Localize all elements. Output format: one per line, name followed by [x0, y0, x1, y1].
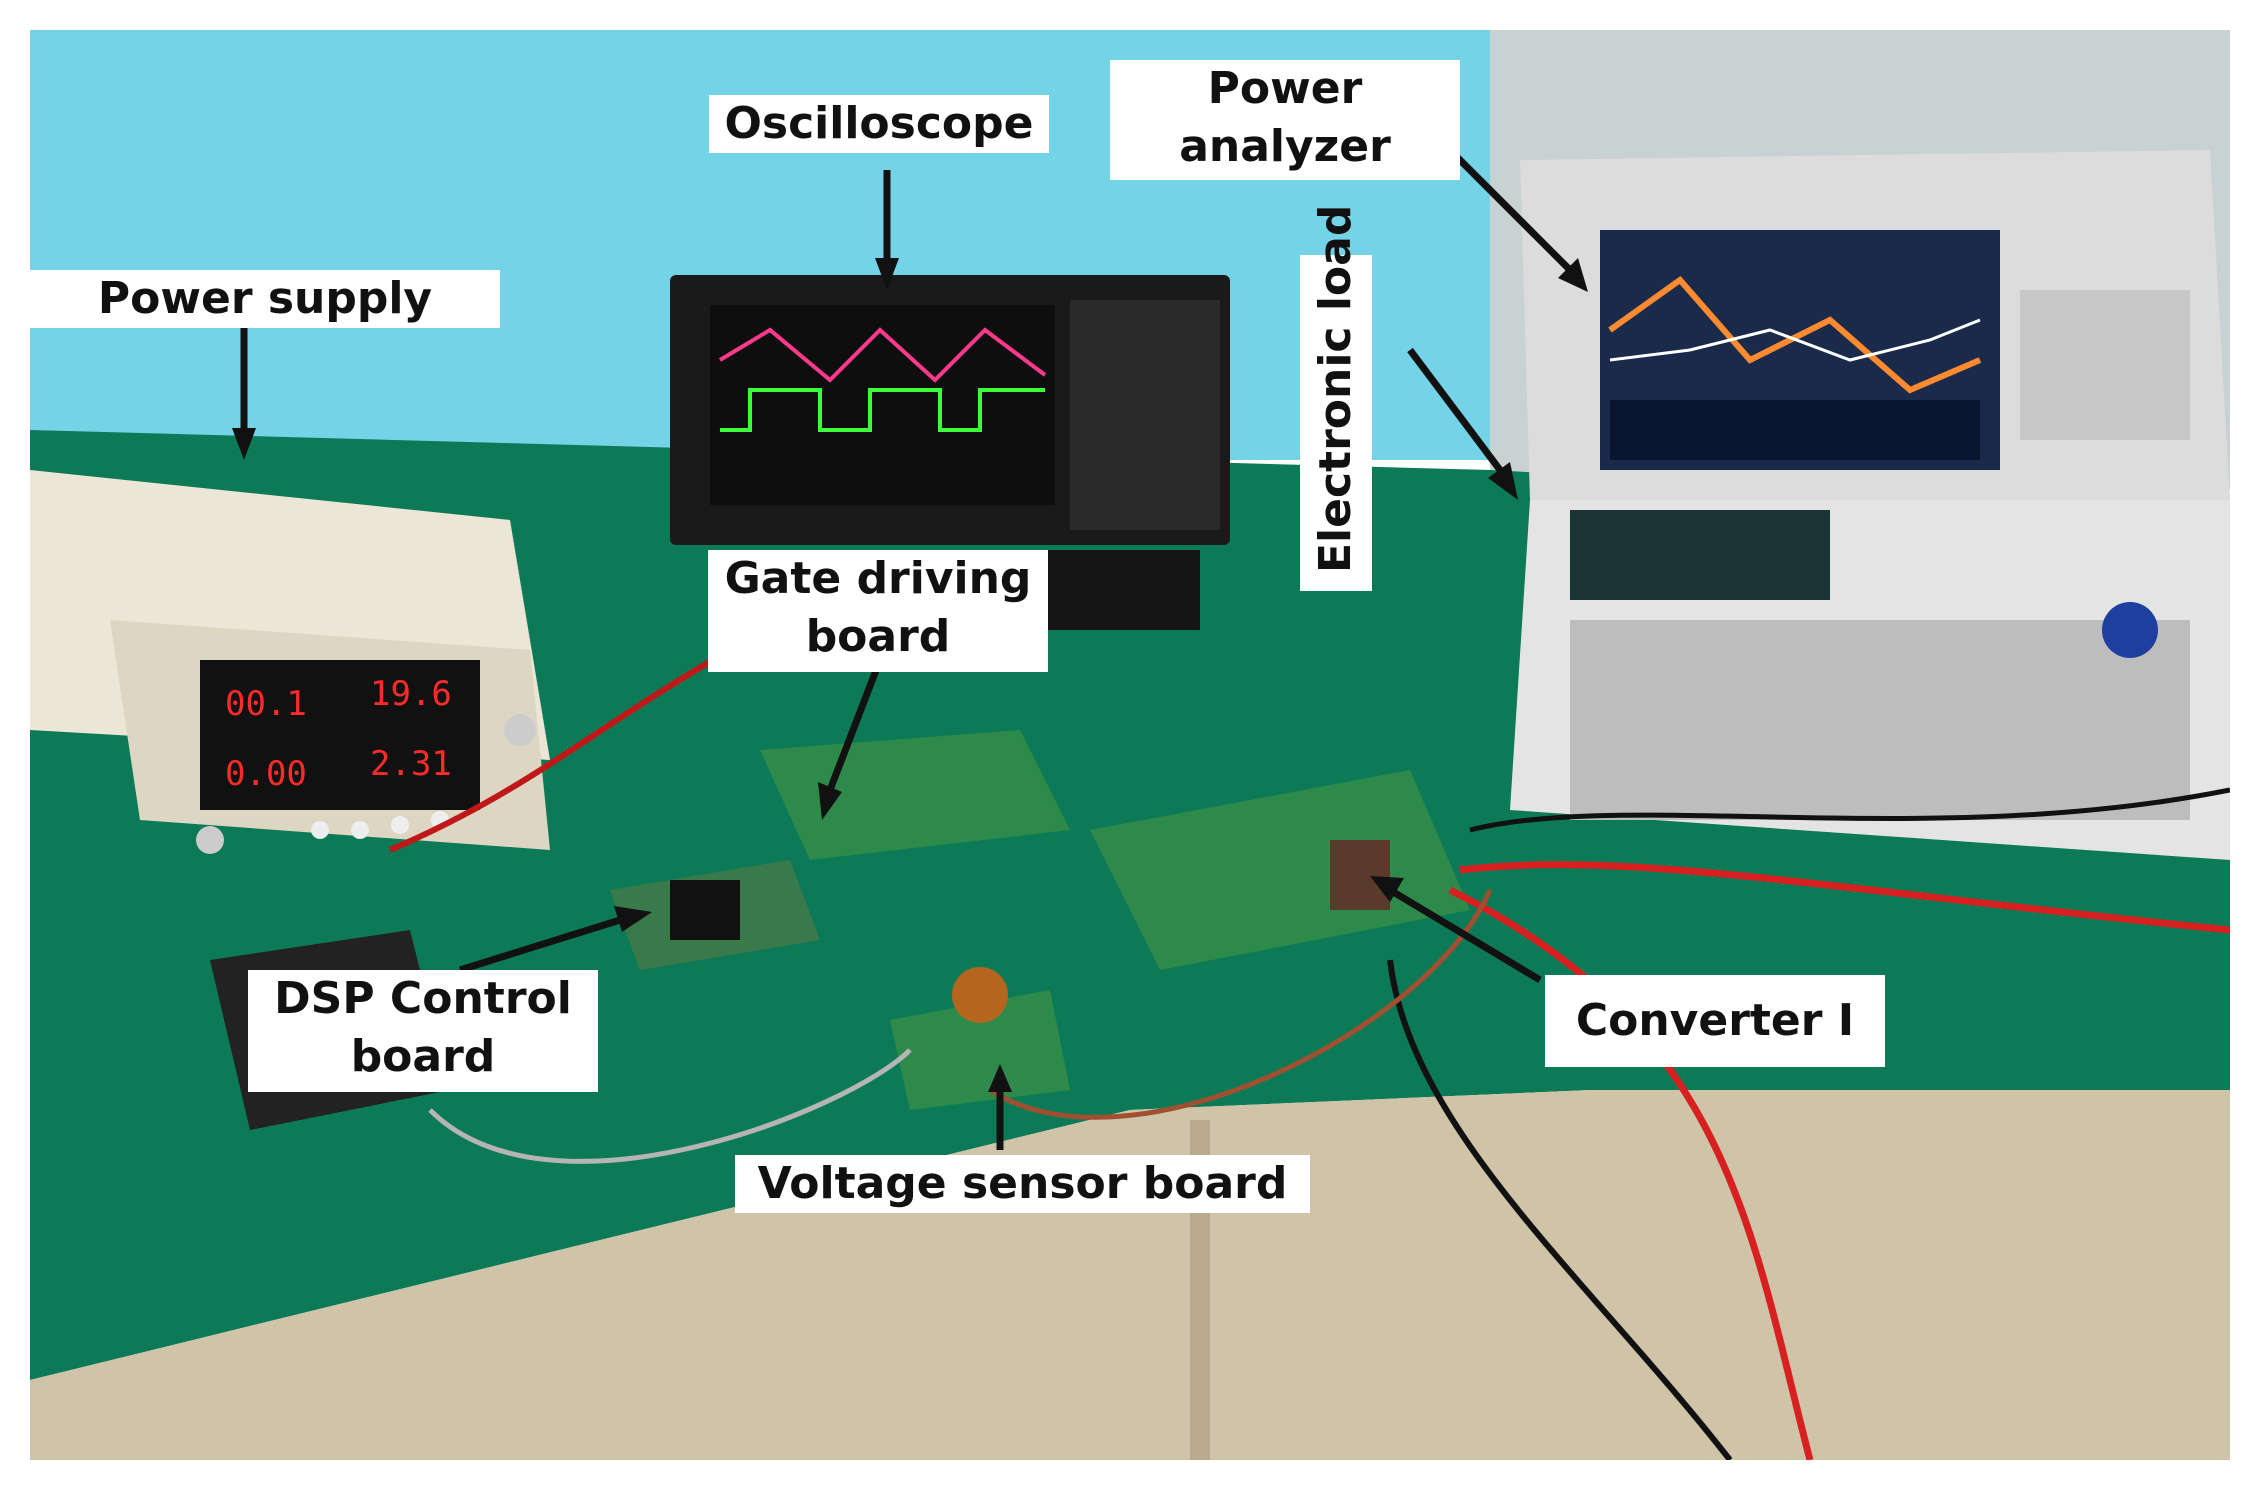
label-converter: Converter I [1545, 975, 1885, 1067]
label-power-analyzer-line2: analyzer [1179, 121, 1391, 172]
label-electronic-load-line1: Electronic [1310, 326, 1361, 573]
oscilloscope-unit [670, 275, 1230, 630]
bench-front [30, 1090, 2230, 1460]
label-power-analyzer-line1: Power [1207, 63, 1363, 114]
arrow-dsp-control-board [458, 916, 622, 974]
converter-pcb [1090, 770, 1470, 970]
dsp-control-board-pcb [610, 860, 820, 970]
lab-setup-photo: 00.1 19.6 0.00 2.31 [30, 30, 2230, 1460]
cable [988, 889, 1493, 1120]
label-gate-driving-board-line1: Gate driving [724, 553, 1032, 604]
label-power-supply-text: Power supply [97, 273, 433, 324]
scope-triangle-wave [718, 327, 1047, 383]
annotation-arrows [232, 147, 1588, 1150]
electronic-load-unit [1510, 500, 2230, 860]
arrow-gate-driving-board [826, 658, 884, 792]
ps-display-row2-left: 0.00 [225, 754, 307, 794]
label-power-analyzer: Power analyzer [1110, 60, 1460, 180]
cable [1448, 886, 1814, 1460]
cable [1469, 787, 2230, 833]
arrow-converter [1388, 886, 1542, 984]
label-dsp-control-board-line2: board [350, 1031, 496, 1082]
label-electronic-load: Electronic load [1300, 205, 1372, 591]
label-dsp-control-board-line1: DSP Control [274, 973, 572, 1024]
label-converter-text: Converter I [1575, 995, 1855, 1046]
ps-display-row1-left: 00.1 [225, 684, 307, 724]
label-electronic-load-line2: load [1310, 204, 1361, 312]
label-gate-driving-board: Gate driving board [708, 550, 1048, 672]
cable [428, 1048, 912, 1164]
ps-display-row2-right: 2.31 [370, 744, 452, 784]
cable [1387, 959, 1733, 1460]
cable [388, 647, 732, 853]
label-voltage-sensor-board: Voltage sensor board [735, 1155, 1310, 1213]
power-analyzer-unit [1520, 150, 2230, 500]
label-oscilloscope-text: Oscilloscope [724, 98, 1034, 149]
voltage-sensor-board-pcb [890, 967, 1070, 1110]
label-dsp-control-board: DSP Control board [248, 970, 598, 1092]
label-gate-driving-board-line2: board [805, 611, 951, 662]
cable [1459, 861, 2230, 934]
lab-scene: 00.1 19.6 0.00 2.31 [30, 30, 2230, 1460]
power-supply-unit: 00.1 19.6 0.00 2.31 [30, 470, 550, 854]
label-power-supply: Power supply [30, 270, 500, 328]
arrow-electronic-load [1407, 347, 1503, 473]
arrow-power-analyzer [1447, 147, 1573, 273]
label-voltage-sensor-board-text: Voltage sensor board [757, 1158, 1288, 1209]
label-oscilloscope: Oscilloscope [709, 95, 1049, 153]
scope-square-wave [720, 388, 1045, 432]
ps-display-row1-right: 19.6 [370, 674, 452, 714]
